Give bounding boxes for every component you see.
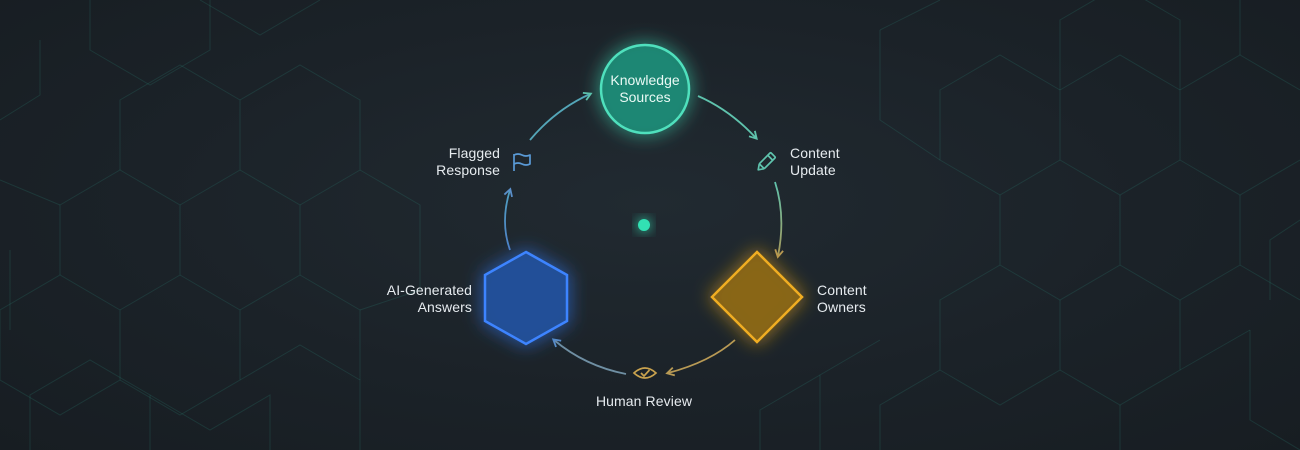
arrow-update-to-owners — [774, 181, 784, 259]
content-owners-label: Content Owners — [817, 282, 867, 315]
arrow-review-to-ai — [551, 338, 627, 375]
flag-icon — [513, 153, 531, 171]
arrow-flagged-to-knowledge — [529, 91, 593, 141]
knowledge-sources-node — [599, 43, 691, 135]
arrow-owners-to-review — [665, 339, 736, 377]
ai-generated-answers-label: AI-Generated Answers — [386, 282, 472, 315]
arrow-knowledge-to-update — [697, 95, 758, 141]
content-owners-node — [710, 250, 804, 344]
knowledge-sources-label: Knowledge Sources — [610, 72, 680, 105]
center-dot — [638, 219, 650, 231]
ai-generated-answers-node — [483, 250, 569, 346]
flagged-response-label: Flagged Response — [436, 145, 500, 178]
eye-check-icon — [632, 367, 658, 379]
arrow-ai-to-flagged — [503, 187, 513, 251]
pencil-icon — [757, 152, 776, 171]
human-review-label: Human Review — [595, 393, 693, 409]
content-update-label: Content Update — [790, 145, 840, 178]
